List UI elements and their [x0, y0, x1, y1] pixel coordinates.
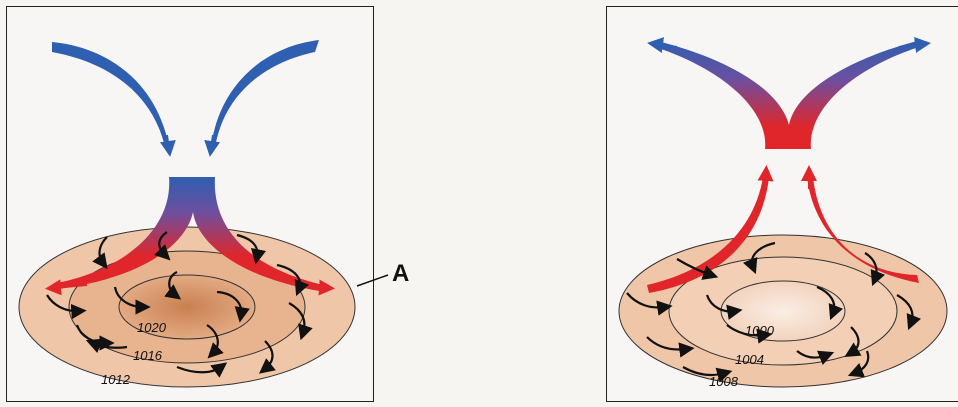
isobar-label: 1004 — [735, 352, 764, 367]
right-diagram: 1000 1004 1008 — [607, 7, 958, 402]
surface-low-pressure — [619, 235, 947, 387]
isobar-label: 1000 — [745, 323, 775, 338]
isobar-label: 1008 — [709, 374, 739, 389]
rising-air-column — [655, 41, 923, 149]
callout-label: A — [392, 260, 409, 288]
right-panel: 1000 1004 1008 — [606, 6, 958, 402]
